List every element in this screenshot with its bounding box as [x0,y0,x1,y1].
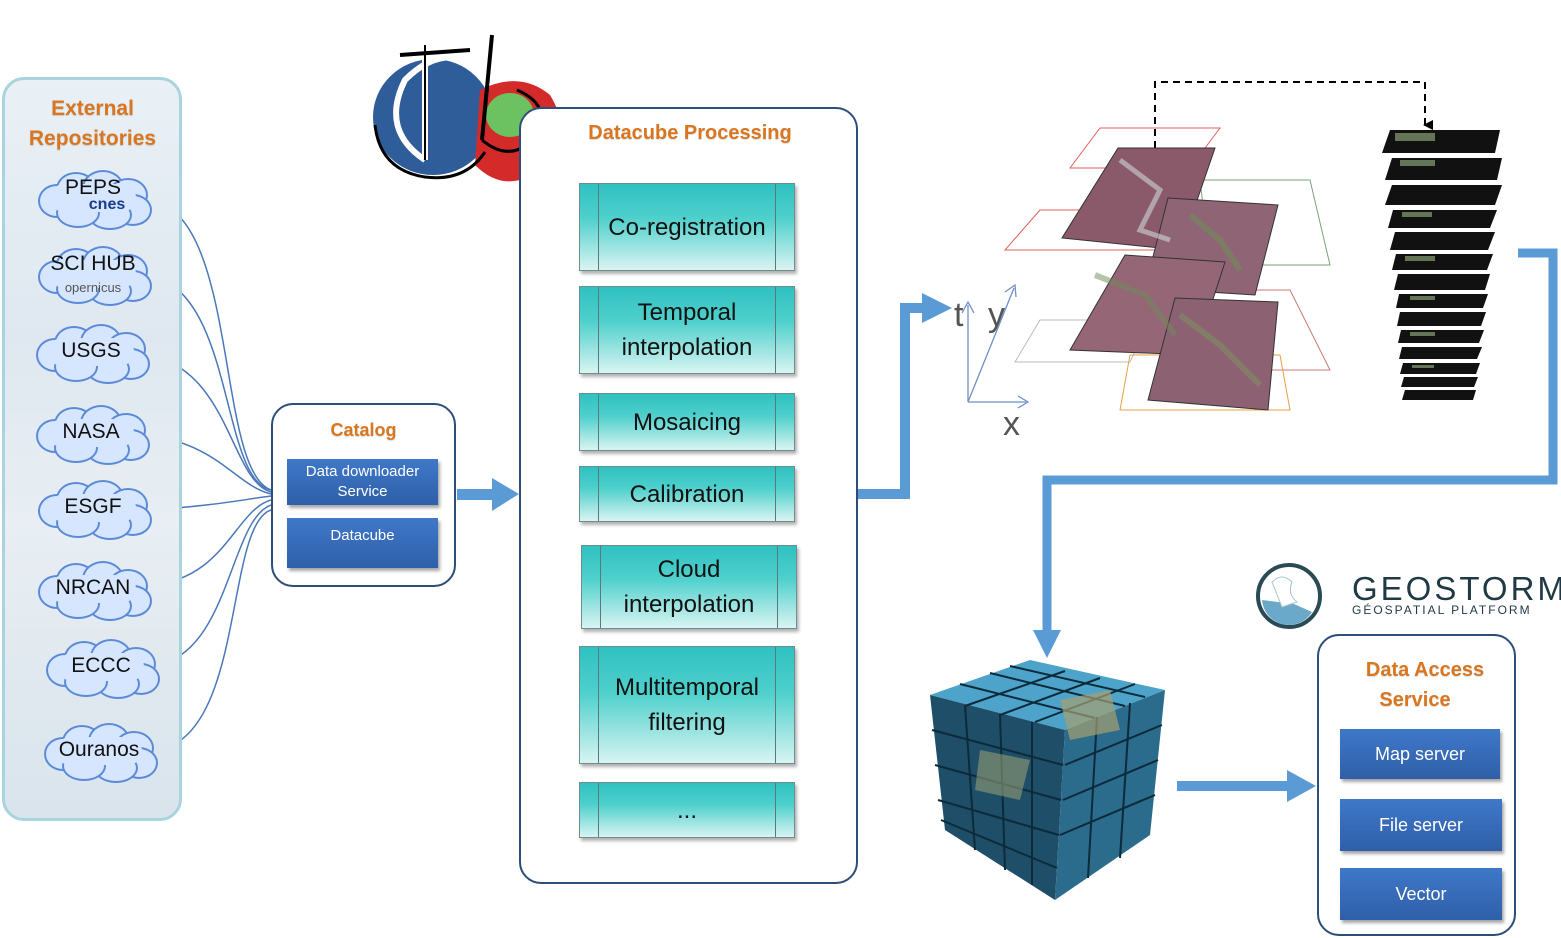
cloud-fill [50,575,136,603]
step-multitemporal-filtering[interactable]: Multitemporal filtering [579,646,795,764]
cloud-fill [56,737,142,765]
axis-t-label: t [954,296,964,334]
repo-label: USGS [61,339,121,362]
repo-cloud-nrcan[interactable]: NRCAN [38,561,152,621]
repo-cloud-eccc[interactable]: ECCC [46,639,160,699]
cloud-fill [48,338,134,366]
repo-label: Ouranos [58,738,140,761]
arrow-cube-to-access [1177,770,1316,802]
repo-label: NRCAN [55,576,131,599]
repo-label: ESGF [64,495,122,518]
vector-button[interactable]: Vector [1340,868,1502,920]
geostorm-name: GEOSTORM [1352,570,1561,607]
arrow-processing-to-stack [858,293,952,499]
catalog-title: Catalog [330,420,397,440]
map-server-button[interactable]: Map server [1340,729,1500,779]
cloud-fill [50,260,136,288]
dashed-link [1154,81,1433,160]
axis-x-label: x [1003,405,1020,443]
geostorm-tagline: GÉOSPATIAL PLATFORM [1352,603,1532,617]
file-server-button[interactable]: File server [1340,799,1502,851]
external-repositories-title: External Repositories [28,97,157,150]
cloud-fill [50,184,136,212]
data-downloader-service-button[interactable]: Data downloader Service [287,459,438,505]
repo-sublabel: cnes [88,196,126,213]
repo-label: SCI HUB [50,252,136,275]
cloud-fill [50,494,136,522]
step-temporal-interpolation[interactable]: Temporal interpolation [579,286,795,374]
repo-label: NASA [62,420,120,443]
imagery-tiles [1003,127,1331,411]
step-cloud-interpolation[interactable]: Cloud interpolation [581,545,797,629]
arrow-catalog-to-processing [457,478,519,511]
repo-cloud-usgs[interactable]: USGS [36,324,150,384]
data-access-service-title: Data Access Service [1365,659,1485,711]
repo-label: ECCC [71,654,131,677]
geostorm-logo-icon [1256,563,1322,629]
datacube-cube [930,660,1165,900]
arrow-stack-to-cube [1033,248,1558,658]
step-coregistration[interactable]: Co-registration [579,183,795,271]
cloud-fill [58,653,144,681]
layer-stack [1382,130,1502,400]
step-calibration[interactable]: Calibration [579,466,795,522]
axes-diagram [961,283,1030,409]
step-more[interactable]: ... [579,782,795,838]
repo-cloud-esgf[interactable]: ESGF [38,480,152,540]
repo-cloud-ouranos[interactable]: Ouranos [44,723,158,783]
repo-label: PEPS [64,176,122,199]
cloud-fill [48,419,134,447]
repo-cloud-sci-hub[interactable]: SCI HUB opernicus [38,246,152,306]
repo-cloud-nasa[interactable]: NASA [36,405,150,465]
step-mosaicing[interactable]: Mosaicing [579,393,795,451]
datacube-button[interactable]: Datacube [287,518,438,568]
datacube-processing-title: Datacube Processing [588,122,792,144]
repo-sublabel: opernicus [64,280,122,295]
axis-y-label: y [988,296,1005,334]
connector-ouranos [157,509,272,751]
